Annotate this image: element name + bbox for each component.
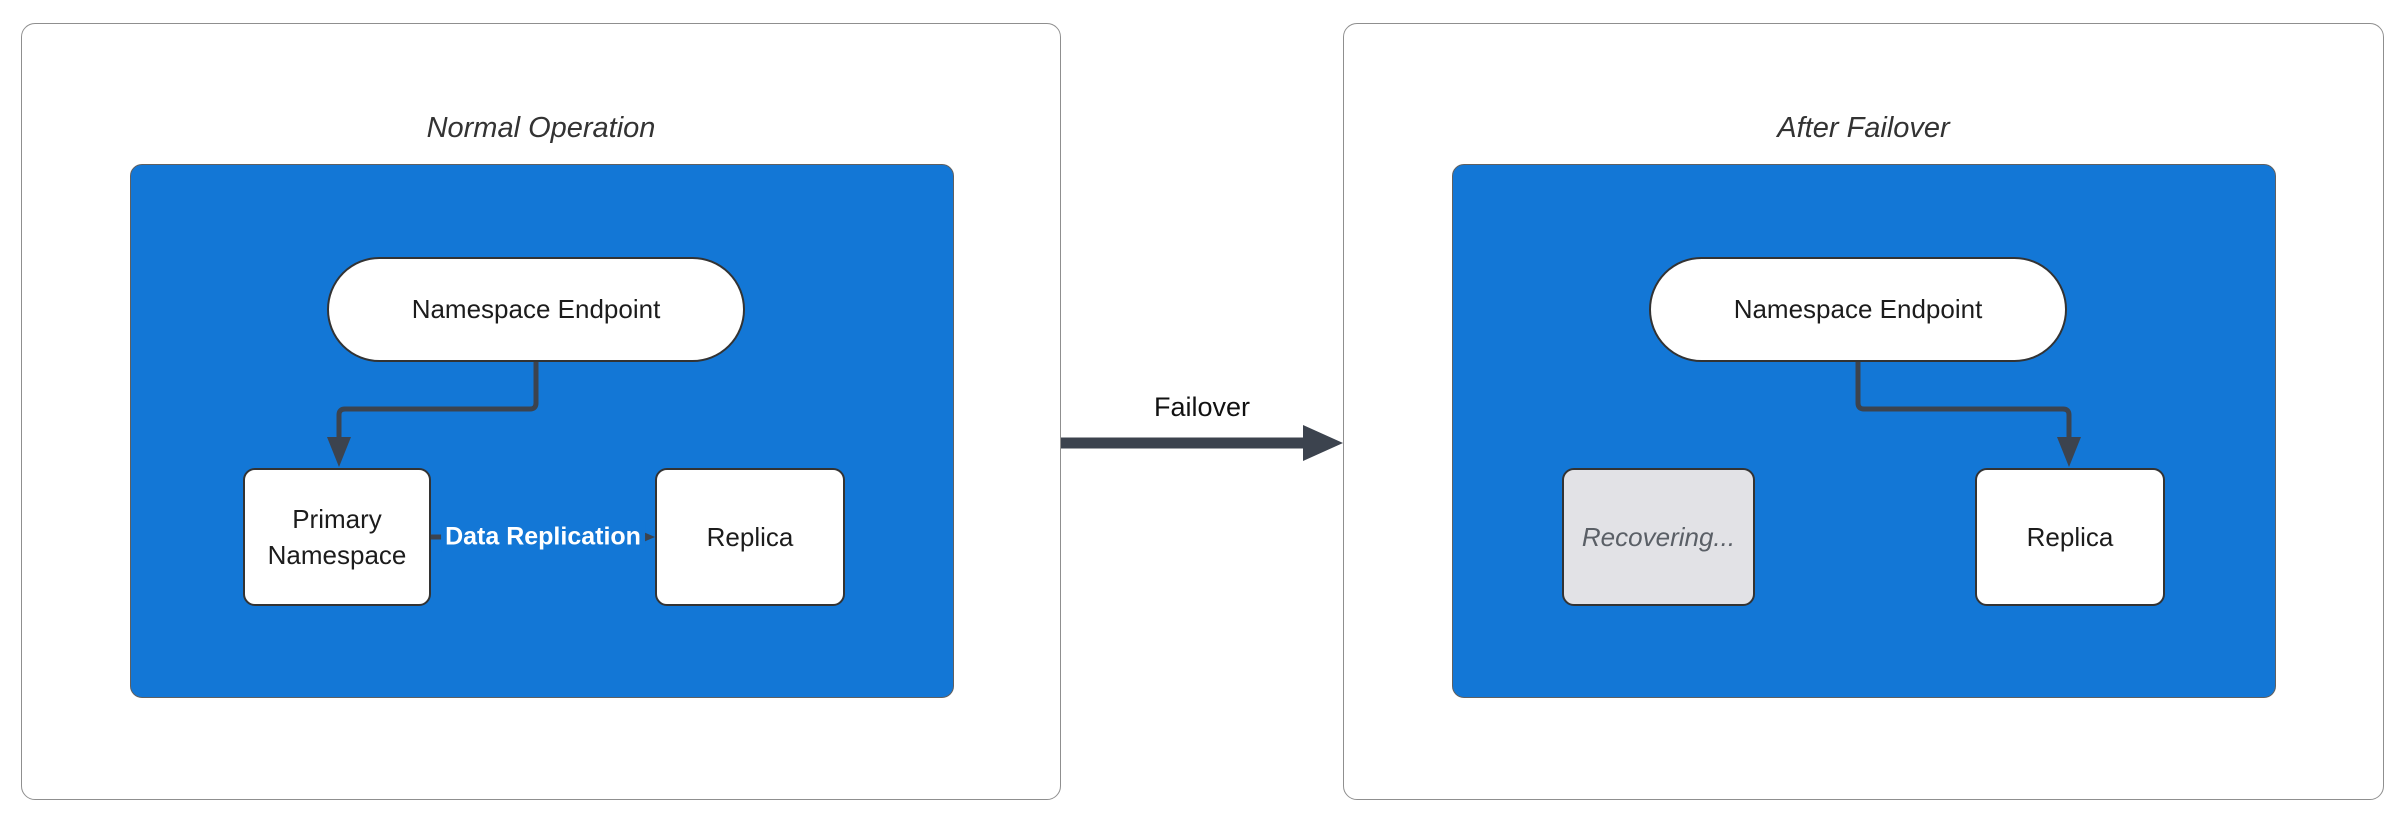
panel-title: After Failover: [1777, 112, 1950, 144]
connector-lines: [1855, 362, 2081, 467]
connector-lines: [327, 362, 655, 549]
failover-arrow-label: Failover: [1153, 392, 1251, 422]
arrowhead-icon: [2057, 437, 2081, 467]
node-replica: Replica: [1975, 468, 2165, 606]
panel-normal-operation: Normal Operation Namespace Endpoint Prim…: [21, 23, 1061, 800]
node-label: Namespace Endpoint: [1733, 294, 1983, 324]
connector-endpoint-to-replica: [1855, 362, 2072, 439]
panel-after-failover: After Failover Namespace Endpoint Recove…: [1343, 23, 2384, 800]
node-label: Primary Namespace: [267, 503, 407, 570]
arrowhead-icon: [327, 437, 351, 467]
namespace-group: Namespace Endpoint Recovering... Replica: [1452, 164, 2276, 698]
panel-title: Normal Operation: [426, 112, 656, 144]
node-replica: Replica: [655, 468, 845, 606]
node-primary-namespace: Primary Namespace: [243, 468, 431, 606]
edge-label-data-replication: Data Replication: [441, 521, 645, 553]
node-label: Namespace Endpoint: [411, 294, 661, 324]
failover-arrow-icon: [1061, 425, 1343, 461]
node-label: Replica: [2026, 521, 2114, 552]
namespace-group: Namespace Endpoint Primary Namespace Dat…: [130, 164, 954, 698]
node-recovering: Recovering...: [1562, 468, 1755, 606]
node-namespace-endpoint: Namespace Endpoint: [1649, 257, 2067, 362]
node-namespace-endpoint: Namespace Endpoint: [327, 257, 745, 362]
node-label: Recovering...: [1581, 521, 1736, 552]
node-label: Replica: [706, 521, 794, 552]
connector-endpoint-to-primary: [336, 362, 539, 439]
